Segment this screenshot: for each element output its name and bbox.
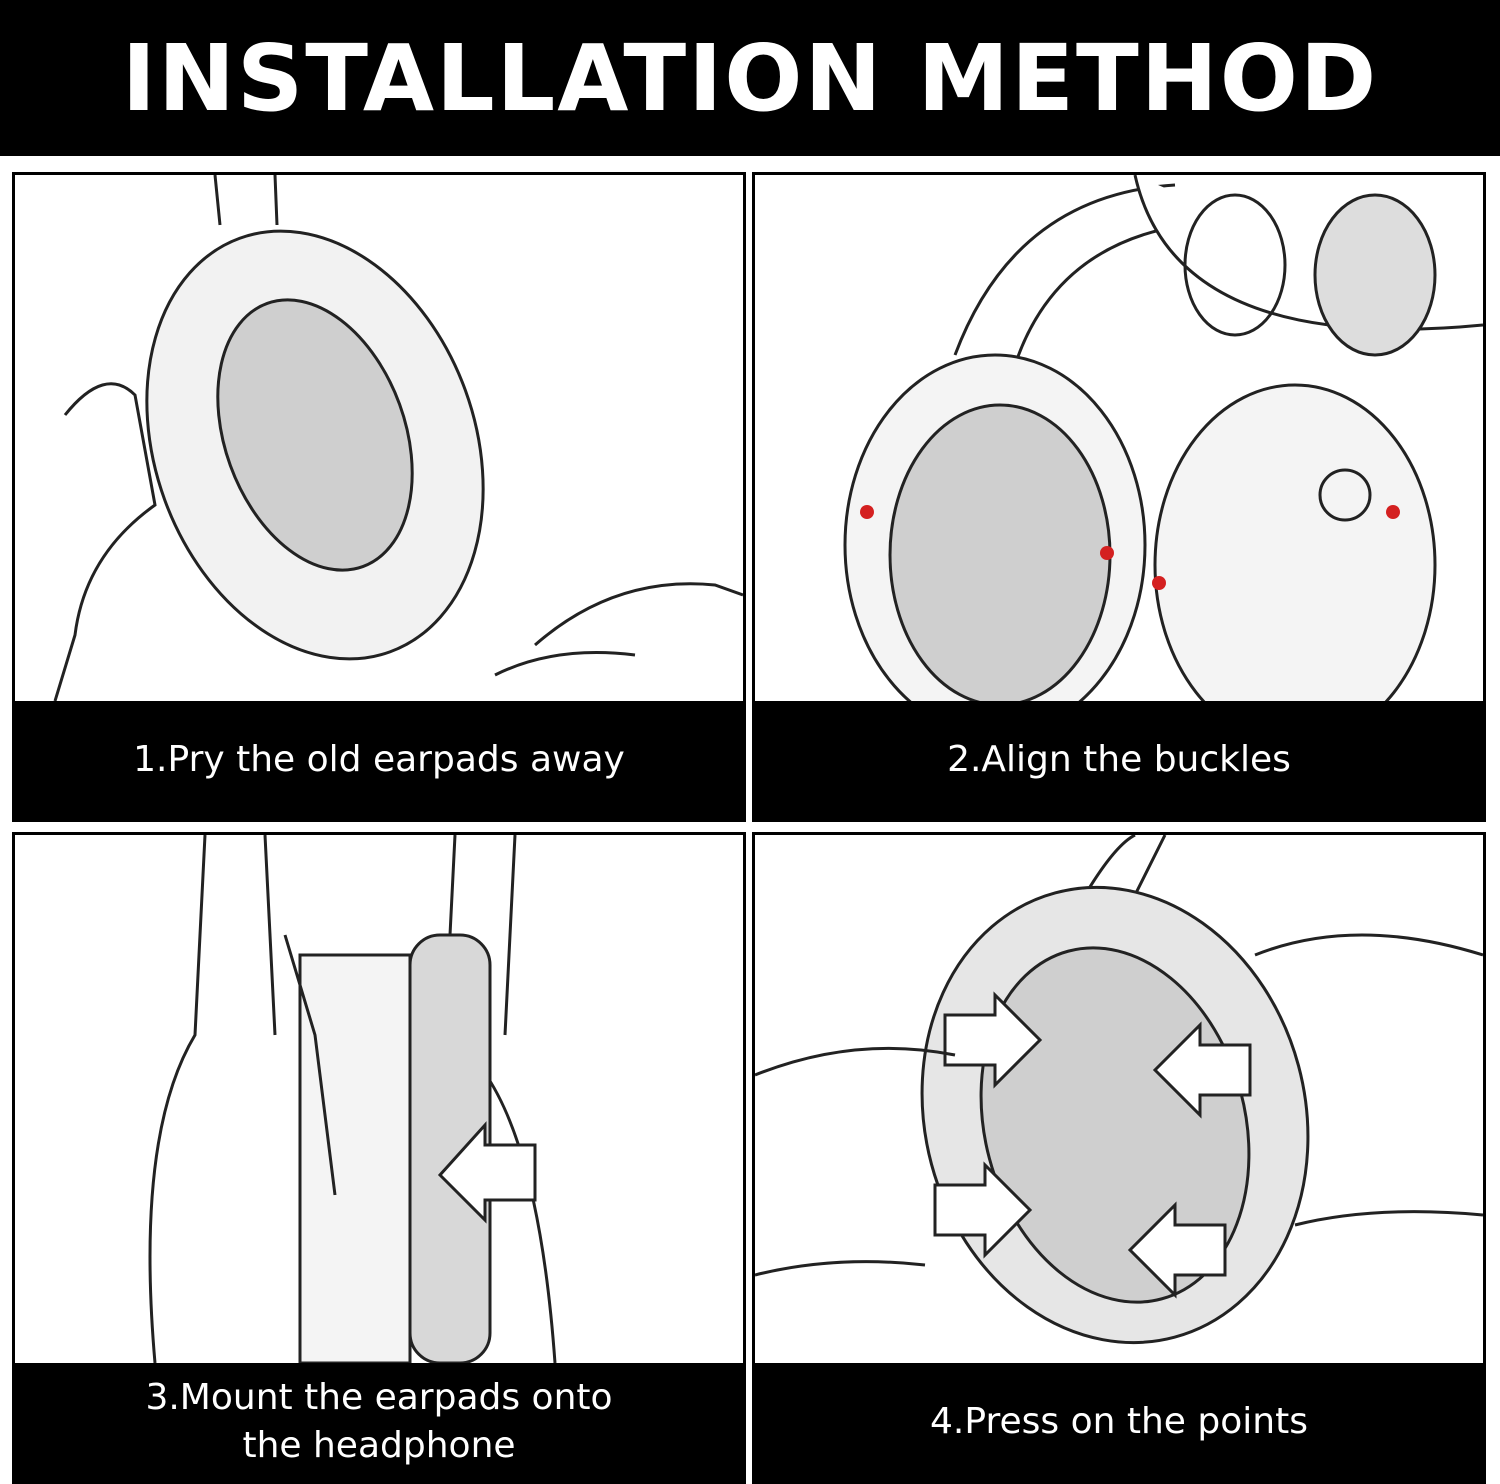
step-4-caption: 4.Press on the points [930,1401,1308,1442]
arrow-right-icon [943,991,1043,1089]
step-3-caption-line1: 3.Mount the earpads onto [145,1377,613,1418]
step-2-panel: 2.Align the buckles [752,172,1486,822]
step-3-caption-line2: the headphone [242,1425,516,1466]
step-3-illustration [15,835,743,1363]
step-4-panel: 4.Press on the points [752,832,1486,1484]
arrow-left-icon [1152,1021,1252,1119]
title-band: INSTALLATION METHOD [0,0,1500,156]
arrow-left-icon [1127,1201,1227,1299]
step-2-illustration [755,175,1483,701]
step-1-caption: 1.Pry the old earpads away [133,739,625,780]
step-4-illustration [755,835,1483,1363]
step-1-illustration [15,175,743,701]
step-3-caption: 3.Mount the earpads onto the headphone [15,1363,743,1481]
page-title: INSTALLATION METHOD [121,24,1379,132]
step-1-panel: 1.Pry the old earpads away [12,172,746,822]
step-3-panel: 3.Mount the earpads onto the headphone [12,832,746,1484]
step-2-caption: 2.Align the buckles [947,739,1291,780]
arrow-right-icon [933,1161,1033,1259]
